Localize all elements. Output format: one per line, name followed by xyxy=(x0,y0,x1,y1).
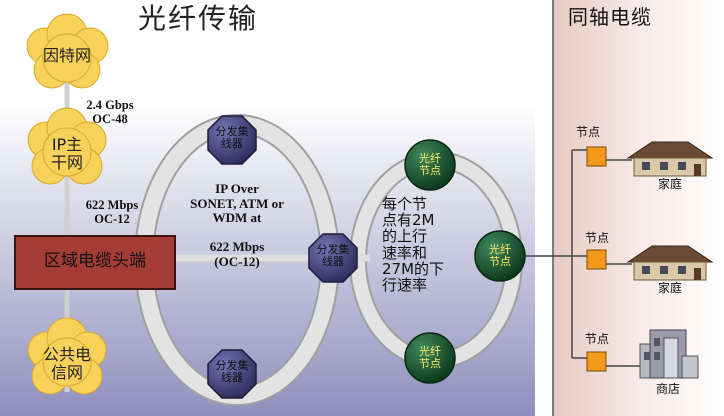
node-box-3 xyxy=(586,351,607,372)
store-icon xyxy=(639,329,699,379)
fiber-node-bottom xyxy=(404,332,456,384)
fiber-node-right-label: 光纤 节点 xyxy=(489,243,511,269)
headend-box xyxy=(14,235,176,290)
hub-middle xyxy=(308,233,358,283)
node-box-2 xyxy=(586,249,607,270)
building-label-3: 商店 xyxy=(655,382,680,396)
public-telecom-cloud xyxy=(27,317,107,395)
link-speed-oc48: 2.4 Gbps OC-48 xyxy=(86,98,134,126)
hub-bottom-label: 分发集 线器 xyxy=(215,359,249,385)
fiber-node-top xyxy=(404,139,456,191)
house-icon xyxy=(626,141,714,177)
coax-panel xyxy=(553,0,724,416)
hub-top-label: 分发集 线器 xyxy=(215,125,249,151)
node-rate-text: 每个节 点有2M 的上行 速率和 27M的下 行速率 xyxy=(382,195,445,294)
internet-label: 因特网 xyxy=(42,46,91,65)
headend-label: 区域电缆头端 xyxy=(44,251,146,271)
building-label-1: 家庭 xyxy=(657,177,682,191)
node-box-1 xyxy=(586,146,607,167)
hub-middle-label: 分发集 线器 xyxy=(316,243,350,269)
building-label-2: 家庭 xyxy=(657,281,682,295)
public-telecom-label: 公共电 信网 xyxy=(42,345,91,382)
ip-backbone-cloud xyxy=(27,107,107,185)
node-label-2: 节点 xyxy=(584,231,609,245)
ring-protocol-text: IP Over SONET, ATM or WDM at 622 Mbps (O… xyxy=(190,181,284,269)
hub-top xyxy=(207,115,257,165)
fiber-title: 光纤传输 xyxy=(138,2,259,35)
internet-cloud xyxy=(26,13,109,89)
link-speed-oc12: 622 Mbps OC-12 xyxy=(85,198,139,226)
coax-title: 同轴电缆 xyxy=(568,5,652,29)
fiber-node-right xyxy=(474,230,526,282)
node-label-1: 节点 xyxy=(575,125,600,139)
fiber-node-bottom-label: 光纤 节点 xyxy=(419,345,441,371)
node-label-3: 节点 xyxy=(584,332,609,346)
fiber-node-top-label: 光纤 节点 xyxy=(419,152,441,178)
house-icon xyxy=(626,245,714,281)
ip-backbone-label: IP主 干网 xyxy=(50,135,83,172)
hub-bottom xyxy=(207,349,257,399)
